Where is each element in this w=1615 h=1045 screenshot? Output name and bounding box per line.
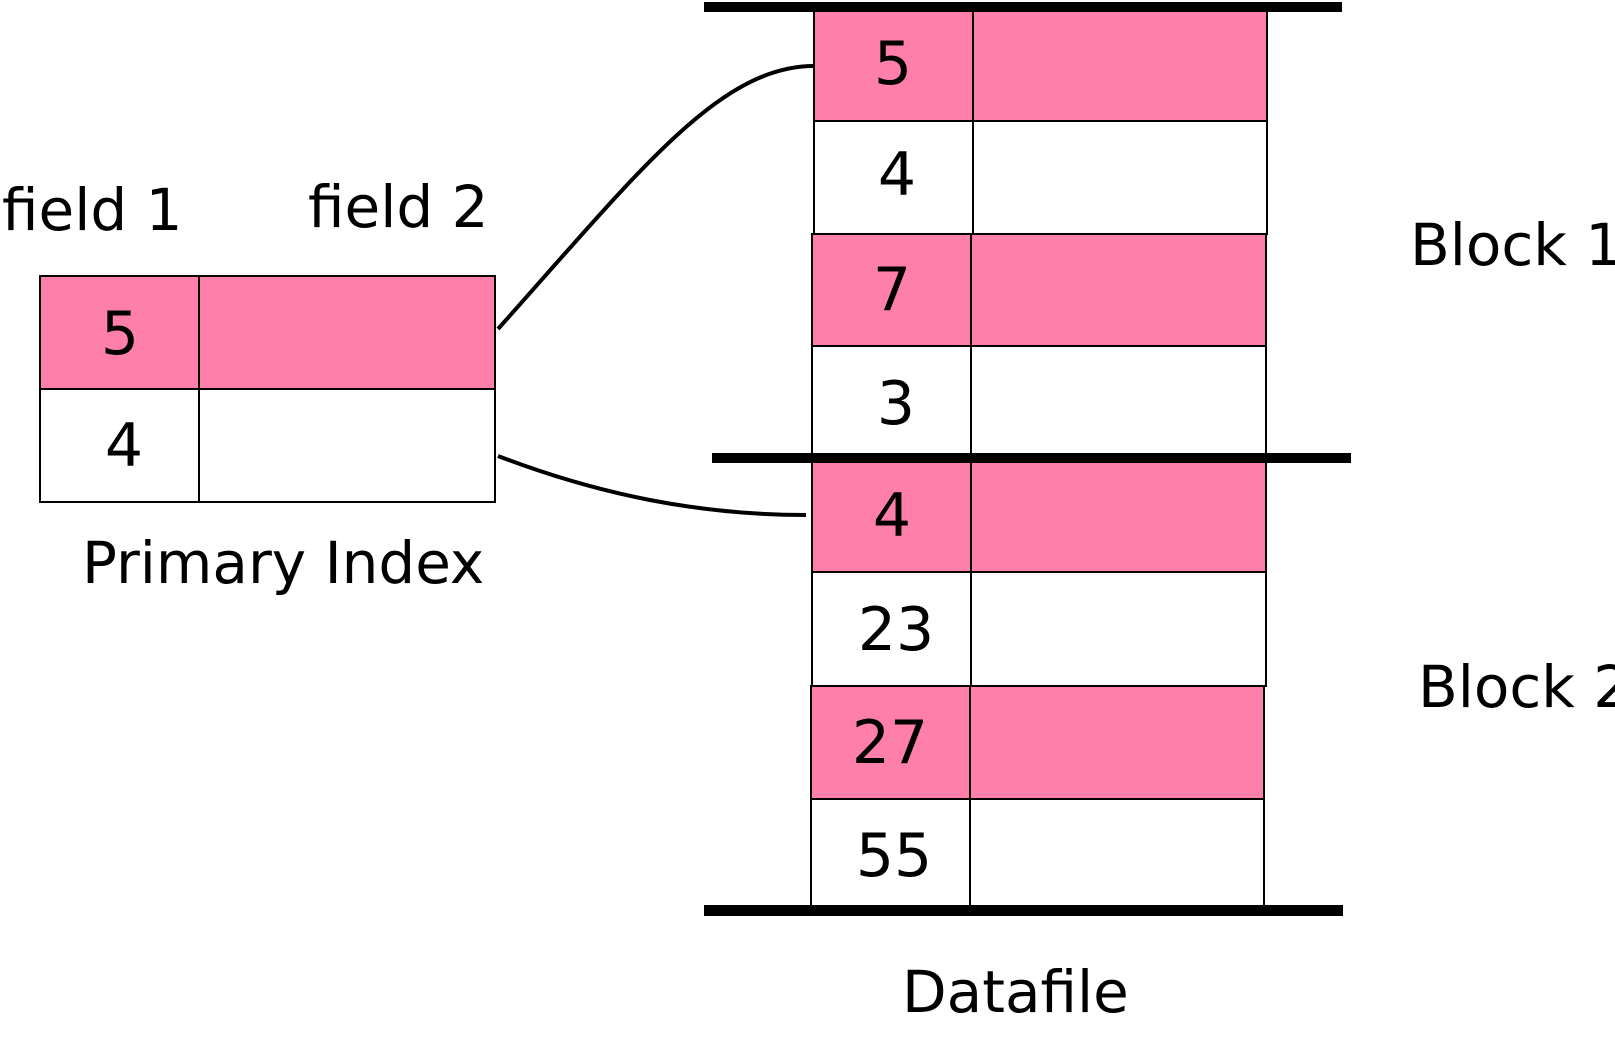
index-row-1-key: 5 xyxy=(101,299,139,369)
record-data-cell xyxy=(972,120,1268,235)
data-record: 4 xyxy=(813,120,1268,235)
record-key-cell xyxy=(811,571,972,687)
datafile-block-1: 5 4 7 3 xyxy=(811,9,1268,459)
data-record: 7 xyxy=(811,233,1267,347)
record-data-cell xyxy=(969,798,1265,910)
index-header-field-1: field 1 xyxy=(2,176,183,244)
record-data-cell xyxy=(970,345,1267,459)
record-key: 23 xyxy=(858,595,934,665)
record-key: 27 xyxy=(852,708,928,778)
record-data-cell xyxy=(970,233,1267,347)
record-key-cell xyxy=(813,120,974,235)
data-record: 4 xyxy=(811,459,1267,573)
index-row-2-key: 4 xyxy=(105,411,143,481)
data-record: 5 xyxy=(813,9,1268,122)
index-row: 4 xyxy=(39,388,496,503)
record-key-cell xyxy=(811,345,972,459)
block-2-label: Block 2 xyxy=(1418,653,1615,721)
primary-index-table: 5 4 xyxy=(39,275,496,503)
record-key: 7 xyxy=(873,255,911,325)
data-record: 23 xyxy=(811,571,1267,687)
index-row-2-pointer-cell xyxy=(198,388,496,503)
record-data-cell xyxy=(972,9,1268,122)
index-row-1-pointer-cell xyxy=(198,275,496,390)
record-key: 4 xyxy=(878,140,916,210)
index-title: Primary Index xyxy=(82,529,484,597)
record-data-cell xyxy=(970,571,1267,687)
index-header-field-2: field 2 xyxy=(308,173,489,241)
record-key: 55 xyxy=(856,821,932,891)
record-key-cell xyxy=(810,798,971,910)
block-boundary-bottom xyxy=(704,905,1343,916)
data-record: 27 xyxy=(810,685,1265,800)
data-record: 3 xyxy=(811,345,1267,459)
record-data-cell xyxy=(969,685,1265,800)
block-1-label: Block 1 xyxy=(1410,211,1615,279)
index-row-2-key-cell xyxy=(39,388,200,503)
pointer-line-to-block-2 xyxy=(497,454,807,517)
index-row: 5 xyxy=(39,275,496,390)
index-row-1-key-cell xyxy=(39,275,200,390)
datafile-block-2: 4 23 27 55 xyxy=(810,459,1267,910)
block-boundary-middle xyxy=(712,453,1351,463)
block-boundary-top xyxy=(704,2,1342,12)
data-record: 55 xyxy=(810,798,1265,910)
record-key: 4 xyxy=(873,481,911,551)
record-key: 5 xyxy=(874,29,912,99)
datafile-title: Datafile xyxy=(902,958,1129,1026)
pointer-line-to-block-1 xyxy=(496,64,815,331)
record-data-cell xyxy=(970,459,1267,573)
record-key: 3 xyxy=(877,369,915,439)
